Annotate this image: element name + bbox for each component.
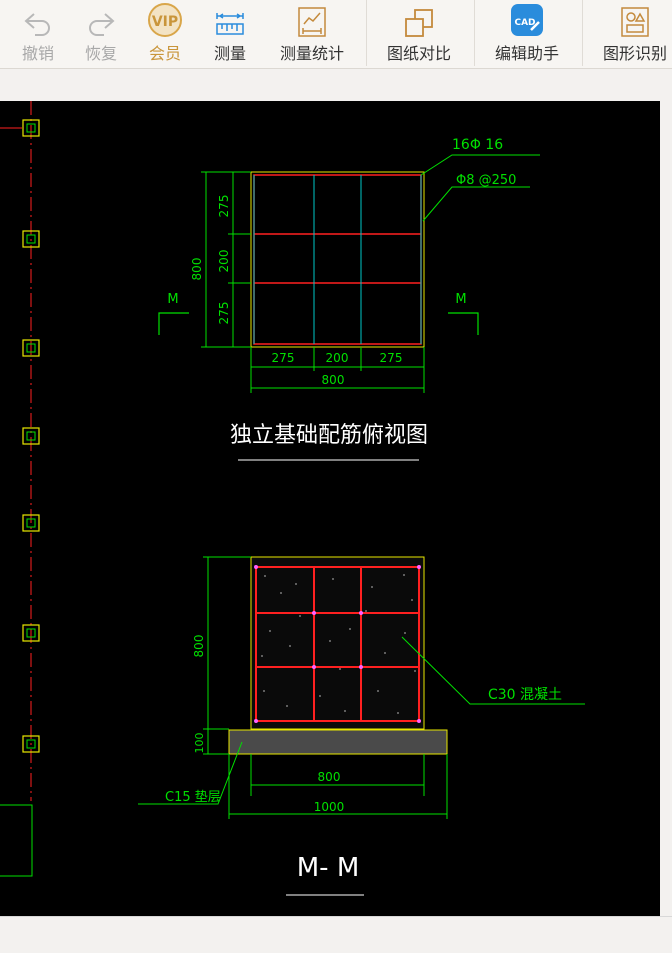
undo-button[interactable]: 撤销 — [16, 0, 60, 66]
cad-edit-icon: CAD — [509, 0, 545, 38]
plan-dim-h3: 275 — [380, 351, 403, 365]
concrete-note: C30 混凝土 — [488, 687, 562, 703]
vertical-scrollbar[interactable] — [660, 101, 672, 916]
section-mark-right: M — [455, 292, 466, 307]
plan-dim-v2: 200 — [217, 250, 231, 273]
plan-dim-total-h: 800 — [322, 373, 345, 387]
vip-button[interactable]: VIP 会员 — [143, 0, 187, 66]
redo-button[interactable]: 恢复 — [79, 0, 123, 66]
plan-dim-v1: 275 — [217, 195, 231, 218]
plan-dim-total-v: 800 — [190, 258, 204, 281]
toolbar-separator — [474, 0, 475, 66]
toolbar-separator — [366, 0, 367, 66]
measure-stats-icon — [296, 0, 328, 38]
undo-label: 撤销 — [21, 44, 54, 63]
rebar-main-label: 16Φ 16 — [452, 137, 503, 153]
shape-recognition-label: 图形识别 — [602, 44, 667, 63]
plan-dim-h1: 275 — [272, 351, 295, 365]
redo-label: 恢复 — [84, 44, 117, 63]
cushion-note: C15 垫层 — [165, 789, 221, 805]
section-view: 800 100 800 1000 C30 混凝土 C15 垫层 M- M — [138, 556, 585, 896]
concrete-hatch — [261, 574, 416, 714]
compare-button[interactable]: 图纸对比 — [382, 0, 456, 66]
shape-recognition-icon — [619, 0, 651, 38]
section-view-title: M- M — [297, 853, 360, 883]
section-dim-height: 800 — [192, 635, 206, 658]
edit-helper-button[interactable]: CAD 编辑助手 — [490, 0, 564, 66]
measure-label: 测量 — [213, 44, 246, 63]
measure-stats-button[interactable]: 测量统计 — [272, 0, 352, 66]
shape-recognition-button[interactable]: 图形识别 — [598, 0, 672, 66]
toolbar: 撤销 恢复 VIP 会员 测量 测量统计 图纸对比 CAD 编辑助手 — [0, 0, 672, 69]
undo-icon — [23, 0, 53, 38]
toolbar-separator — [582, 0, 583, 66]
cad-drawing: 16Φ 16 Φ8 @250 800 275 200 275 275 200 2… — [0, 101, 585, 896]
toolbar-gap — [0, 69, 672, 101]
plan-dim-h2: 200 — [326, 351, 349, 365]
ruler-icon — [214, 0, 246, 38]
bottom-bar — [0, 916, 672, 953]
cad-badge-text: CAD — [514, 18, 535, 28]
measure-stats-label: 测量统计 — [279, 44, 344, 63]
section-dim-width-inner: 800 — [318, 770, 341, 784]
redo-icon — [86, 0, 116, 38]
vip-badge-text: VIP — [152, 14, 178, 30]
plan-view-title: 独立基础配筋俯视图 — [230, 423, 428, 448]
compare-icon — [403, 0, 435, 38]
vip-icon: VIP — [145, 0, 185, 38]
plan-dim-v3: 275 — [217, 302, 231, 325]
section-mark-left: M — [167, 292, 178, 307]
section-dim-cushion: 100 — [193, 733, 206, 754]
plan-view: 16Φ 16 Φ8 @250 800 275 200 275 275 200 2… — [158, 137, 540, 461]
rebar-stirrup-label: Φ8 @250 — [456, 173, 516, 188]
measure-button[interactable]: 测量 — [208, 0, 252, 66]
cad-drawing-canvas[interactable]: 16Φ 16 Φ8 @250 800 275 200 275 275 200 2… — [0, 101, 660, 916]
edit-helper-label: 编辑助手 — [494, 44, 559, 63]
compare-label: 图纸对比 — [386, 44, 451, 63]
section-dim-width-outer: 1000 — [314, 800, 345, 814]
axis-grid-markers — [0, 101, 40, 877]
vip-label: 会员 — [148, 44, 181, 63]
